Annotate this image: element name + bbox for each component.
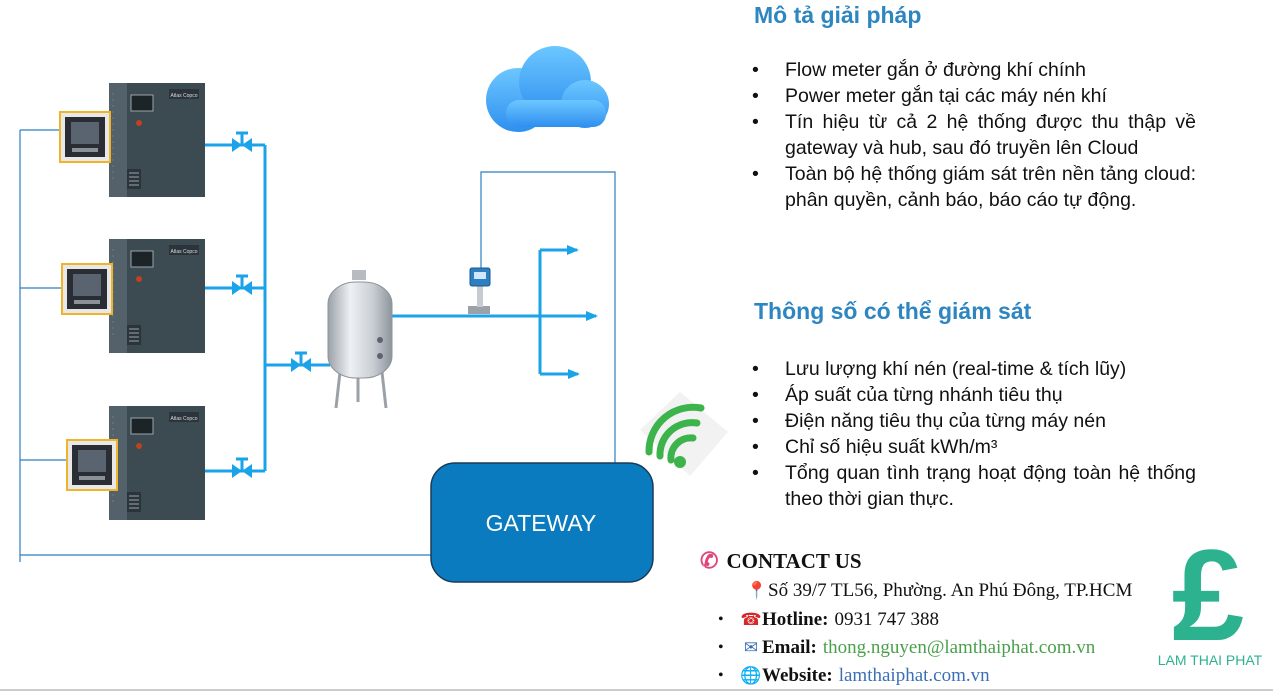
list-item: Flow meter gắn ở đường khí chính xyxy=(752,57,1196,83)
valve-icon xyxy=(230,274,254,297)
list-item: Áp suất của từng nhánh tiêu thụ xyxy=(752,382,1196,408)
phone-icon: ✆ xyxy=(700,548,719,573)
location-pin-icon: 📍 xyxy=(746,581,768,600)
air-compressor-3 xyxy=(108,405,206,521)
globe-icon: 🌐 xyxy=(740,666,762,685)
air-receiver-tank xyxy=(327,270,393,409)
power-meter-signal-lines xyxy=(19,129,432,562)
email-icon: ✉ xyxy=(743,638,759,657)
air-pipes xyxy=(205,143,598,473)
address-row: 📍 Số 39/7 TL56, Phường. An Phú Đông, TP.… xyxy=(746,580,1132,602)
address-text: Số 39/7 TL56, Phường. An Phú Đông, TP.HC… xyxy=(768,580,1133,601)
gateway-box: GATEWAY xyxy=(430,462,654,583)
contact-block: ✆ CONTACT US 📍 Số 39/7 TL56, Phường. An … xyxy=(700,548,1170,686)
brand-name: LAM THAI PHAT xyxy=(1157,652,1263,668)
solution-heading: Mô tả giải pháp xyxy=(754,2,922,28)
email-label: Email: xyxy=(762,637,817,658)
power-meter-1 xyxy=(59,111,111,163)
hotline-number[interactable]: 0931 747 388 xyxy=(834,609,940,630)
website-row: • 🌐 Website: lamthaiphat.com.vn xyxy=(718,665,990,686)
parameters-list: Lưu lượng khí nén (real-time & tích lũy)… xyxy=(752,356,1196,512)
contact-title: ✆ CONTACT US xyxy=(700,548,862,573)
valve-icon xyxy=(289,351,313,374)
power-meter-3 xyxy=(66,439,118,491)
brand-logo-icon: £ xyxy=(1172,522,1244,668)
website-link[interactable]: lamthaiphat.com.vn xyxy=(838,665,990,686)
telephone-icon: ☎ xyxy=(740,610,762,629)
flow-meter-signal-line xyxy=(480,171,616,465)
list-item: Tín hiệu từ cả 2 hệ thống được thu thập … xyxy=(752,109,1196,161)
website-label: Website: xyxy=(762,665,833,686)
air-compressor-2 xyxy=(108,238,206,354)
email-link[interactable]: thong.nguyen@lamthaiphat.com.vn xyxy=(822,637,1096,658)
gateway-label: GATEWAY xyxy=(486,510,597,536)
list-item: Power meter gắn tại các máy nén khí xyxy=(752,83,1196,109)
parameters-heading: Thông số có thể giám sát xyxy=(754,298,1032,324)
wifi-icon xyxy=(640,392,728,476)
power-meter-2 xyxy=(61,263,113,315)
cloud-icon xyxy=(486,46,609,132)
list-item: Lưu lượng khí nén (real-time & tích lũy) xyxy=(752,356,1196,382)
email-row: • ✉ Email: thong.nguyen@lamthaiphat.com.… xyxy=(718,637,1096,658)
solution-list: Flow meter gắn ở đường khí chính Power m… xyxy=(752,57,1196,213)
list-item: Chỉ số hiệu suất kWh/m³ xyxy=(752,434,1196,460)
hotline-row: • ☎ Hotline: 0931 747 388 xyxy=(718,609,940,630)
air-compressor-1 xyxy=(108,82,206,198)
list-item: Toàn bộ hệ thống giám sát trên nền tảng … xyxy=(752,161,1196,213)
flow-meter xyxy=(468,267,491,314)
list-item: Điện năng tiêu thụ của từng máy nén xyxy=(752,408,1196,434)
list-item: Tổng quan tình trạng hoạt động toàn hệ t… xyxy=(752,460,1196,512)
valve-icon xyxy=(230,131,254,154)
hotline-label: Hotline: xyxy=(762,609,829,630)
valve-icon xyxy=(230,457,254,480)
